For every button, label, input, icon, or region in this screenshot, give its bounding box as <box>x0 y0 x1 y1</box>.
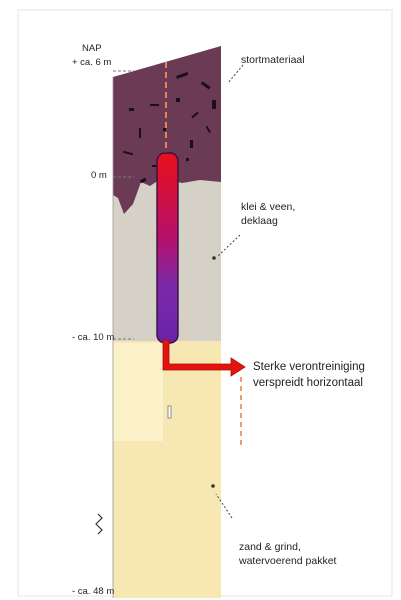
label-zand-line1: zand & grind, <box>239 541 301 553</box>
callout-line2: verspreidt horizontaal <box>253 377 363 389</box>
stortmateriaal-layer <box>113 46 221 214</box>
label-zand-line2: watervoerend pakket <box>239 555 337 567</box>
horizontal-spread-arrow <box>162 339 246 377</box>
label-klei-line2: deklaag <box>241 215 278 227</box>
debris-specks <box>122 72 216 184</box>
depth-label-minus10: - ca. 10 m <box>72 332 115 343</box>
zand-dot <box>211 484 215 488</box>
callout-line1: Sterke verontreiniging <box>253 361 365 373</box>
label-klei-line1: klei & veen, <box>241 201 296 213</box>
depth-label-plus6: + ca. 6 m <box>72 57 112 68</box>
contamination-tube <box>156 152 179 344</box>
depth-break-icon <box>95 513 103 535</box>
label-stortmateriaal: stortmateriaal <box>241 54 305 66</box>
klei-dot <box>212 256 216 260</box>
probe-marker <box>167 405 172 419</box>
leader-lines <box>215 64 244 519</box>
depth-label-minus48: - ca. 48 m <box>72 586 115 597</box>
zand-light-patch <box>113 343 163 441</box>
depth-ticks <box>113 70 134 340</box>
depth-label-nap: NAP <box>82 43 102 54</box>
depth-label-zero: 0 m <box>91 170 107 181</box>
